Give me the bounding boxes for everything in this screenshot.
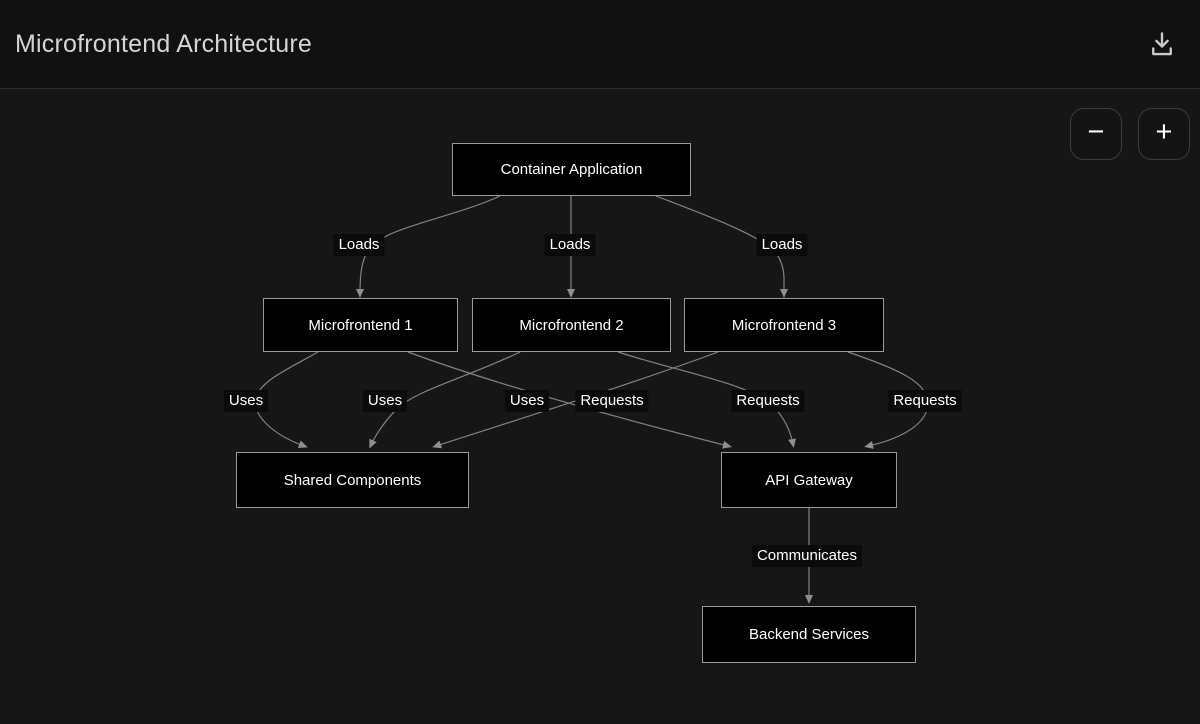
zoom-in-button[interactable]: + xyxy=(1138,108,1190,160)
edge-label-communicates: Communicates xyxy=(751,545,863,567)
edge-label-requests-3: Requests xyxy=(888,390,962,412)
node-microfrontend-2: Microfrontend 2 xyxy=(472,298,671,352)
node-microfrontend-3: Microfrontend 3 xyxy=(684,298,884,352)
edge-label-requests-2: Requests xyxy=(731,390,805,412)
edge-label-uses-1: Uses xyxy=(223,390,269,412)
node-container-application: Container Application xyxy=(452,143,691,196)
edge-label-loads-2: Loads xyxy=(544,234,596,256)
download-button[interactable] xyxy=(1144,26,1180,62)
edge-label-uses-3: Uses xyxy=(504,390,550,412)
header-bar: Microfrontend Architecture xyxy=(0,0,1200,89)
zoom-out-button[interactable]: − xyxy=(1070,108,1122,160)
diagram-canvas[interactable]: Container Application Microfrontend 1 Mi… xyxy=(0,89,1200,723)
edge-label-loads-1: Loads xyxy=(333,234,385,256)
download-icon xyxy=(1147,29,1177,59)
edge-label-uses-2: Uses xyxy=(362,390,408,412)
node-api-gateway: API Gateway xyxy=(721,452,897,508)
edge-label-requests-1: Requests xyxy=(575,390,649,412)
edge-mf1-api xyxy=(407,351,732,449)
node-shared-components: Shared Components xyxy=(236,452,469,508)
edge-label-loads-3: Loads xyxy=(756,234,808,256)
page-title: Microfrontend Architecture xyxy=(15,29,312,58)
node-backend-services: Backend Services xyxy=(702,606,916,663)
node-microfrontend-1: Microfrontend 1 xyxy=(263,298,458,352)
